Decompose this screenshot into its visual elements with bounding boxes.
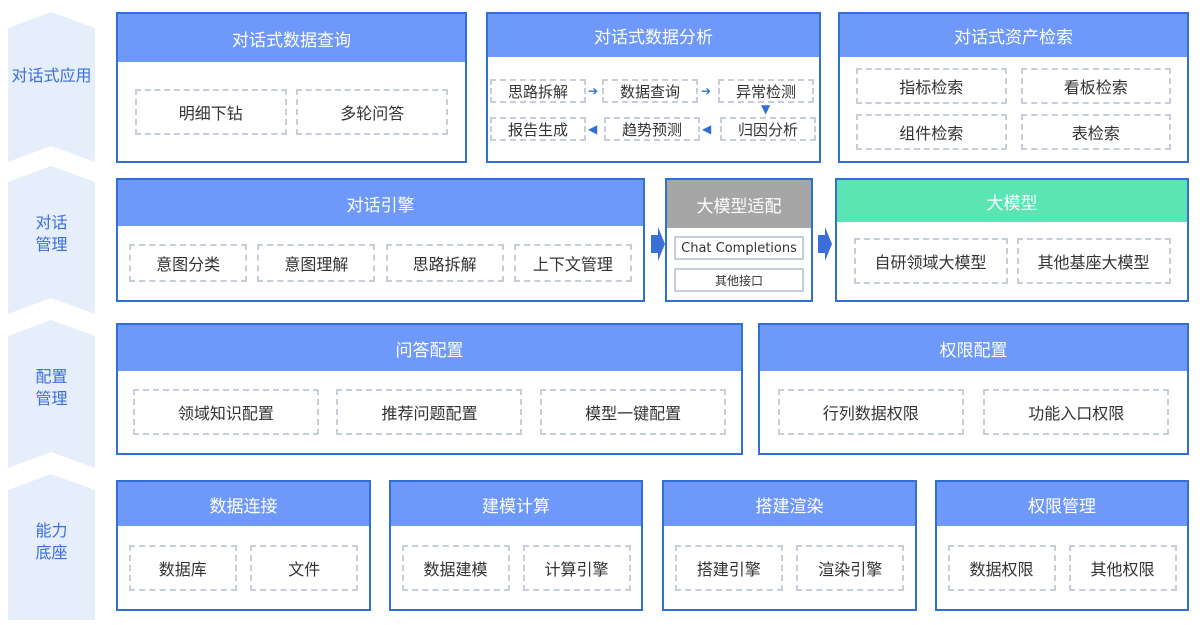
module-title: 对话式资产检索 [840,14,1187,57]
feature-item: 意图分类 [129,244,248,282]
feature-item: 领域知识配置 [132,389,319,435]
flow-step: 数据查询 [602,79,698,103]
module-permission-management: 权限管理 数据权限 其他权限 [935,480,1189,611]
feature-item: 数据权限 [947,544,1056,591]
module-title: 大模型适配 [667,180,811,228]
layer-chevron: 对话管理 [8,166,95,314]
interface-item: Chat Completions [674,236,804,260]
feature-item: 数据建模 [401,544,510,591]
module-modeling-compute: 建模计算 数据建模 计算引擎 [389,480,643,611]
flow-step: 思路拆解 [490,79,586,103]
arrow-right-icon: ➔ [588,84,599,98]
chevron-shape [8,12,95,162]
feature-item: 组件检索 [856,114,1007,150]
module-dialog-engine: 对话引擎 意图分类 意图理解 思路拆解 上下文管理 [116,178,645,302]
feature-item: 其他权限 [1068,544,1177,591]
arrow-right-icon [818,227,832,261]
feature-item: 上下文管理 [513,244,632,282]
arrow-down-icon: ▼ [761,102,771,116]
arrow-left-icon: ◀ [588,122,598,136]
feature-item: 推荐问题配置 [336,389,523,435]
layer-chevron: 对话式应用 [8,12,95,162]
flow-step: 异常检测 [718,79,814,103]
chevron-shape [8,166,95,314]
feature-item: 多轮问答 [296,88,449,135]
flow-step: 报告生成 [490,117,586,141]
feature-item: 看板检索 [1020,68,1171,104]
layer-label: 对话管理 [35,213,68,254]
feature-item: 思路拆解 [385,244,504,282]
feature-item: 明细下钻 [134,88,287,135]
flow-step: 趋势预测 [604,117,700,141]
module-llm-adapter: 大模型适配 Chat Completions 其他接口 [665,178,813,302]
module-title: 建模计算 [391,482,641,526]
feature-item: 文件 [250,544,359,591]
layer-chevron: 配置管理 [8,320,95,468]
arrow-right-icon: ➔ [701,84,712,98]
module-title: 数据连接 [118,482,369,526]
module-conversational-query: 对话式数据查询 明细下钻 多轮问答 [116,12,467,163]
module-permission-config: 权限配置 行列数据权限 功能入口权限 [758,323,1189,455]
module-conversational-analysis: 对话式数据分析 思路拆解 ➔ 数据查询 ➔ 异常检测 ▼ 归因分析 ◀ 趋势预测… [486,12,821,163]
feature-item: 渲染引擎 [796,544,905,591]
module-qa-config: 问答配置 领域知识配置 推荐问题配置 模型一键配置 [116,323,743,455]
chevron-shape [8,320,95,468]
module-title: 对话引擎 [118,180,643,226]
feature-item: 行列数据权限 [777,389,964,435]
module-title: 搭建渲染 [664,482,915,526]
module-title: 问答配置 [118,325,741,371]
module-asset-search: 对话式资产检索 指标检索 看板检索 组件检索 表检索 [838,12,1189,163]
module-title: 权限配置 [760,325,1187,371]
feature-item: 功能入口权限 [983,389,1170,435]
layer-chevron: 能力底座 [8,474,95,620]
module-title: 对话式数据分析 [488,14,819,57]
feature-item: 指标检索 [856,68,1007,104]
feature-item: 数据库 [128,544,237,591]
flow-step: 归因分析 [720,117,816,141]
arrow-right-icon [651,227,665,261]
arrow-left-icon: ◀ [702,122,712,136]
feature-item: 表检索 [1020,114,1171,150]
layer-label: 对话式应用 [11,66,92,85]
feature-item: 计算引擎 [522,544,631,591]
feature-item: 其他基座大模型 [1016,238,1171,284]
feature-item: 意图理解 [257,244,376,282]
layer-label: 配置管理 [35,367,68,408]
feature-item: 自研领域大模型 [853,238,1008,284]
layer-label: 能力底座 [35,521,68,562]
chevron-shape [8,474,95,620]
module-data-connection: 数据连接 数据库 文件 [116,480,371,611]
module-title: 权限管理 [937,482,1187,526]
module-build-render: 搭建渲染 搭建引擎 渲染引擎 [662,480,917,611]
module-llm: 大模型 自研领域大模型 其他基座大模型 [835,178,1189,302]
module-title: 大模型 [837,180,1187,222]
feature-item: 搭建引擎 [674,544,783,591]
feature-item: 模型一键配置 [540,389,727,435]
interface-item: 其他接口 [674,268,804,292]
module-title: 对话式数据查询 [118,14,465,62]
